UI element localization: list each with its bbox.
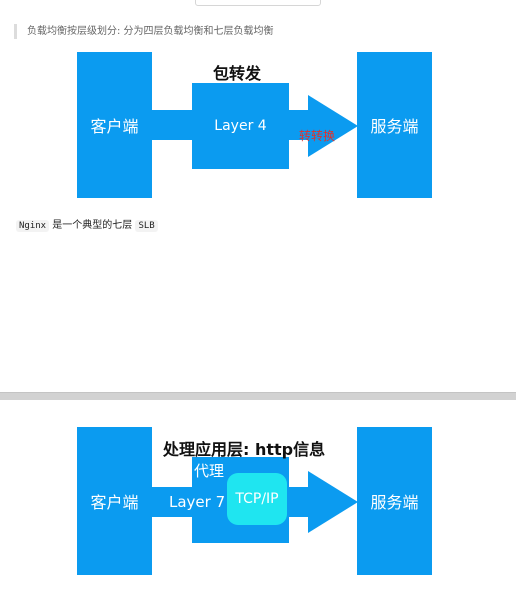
forward-label: 转转换	[299, 129, 336, 143]
tcpip-label: TCP/IP	[235, 491, 279, 507]
layer4-diagram: 客户端 Layer 4 转转换 服务端 包转发	[0, 50, 516, 200]
arrow-head-right	[308, 95, 358, 157]
client-label: 客户端	[90, 493, 139, 512]
tcpip-box: TCP/IP	[227, 473, 287, 525]
sentence-text: 是一个典型的七层	[49, 220, 136, 231]
server-box: 服务端	[357, 427, 432, 575]
inline-code-slb: SLB	[135, 220, 158, 232]
client-box: 客户端	[77, 427, 152, 575]
layer7-title: 处理应用层: http信息	[163, 440, 326, 459]
connector-bar-right	[289, 110, 310, 140]
layer4-label: Layer 4	[214, 118, 267, 134]
layer4-box: Layer 4	[192, 83, 289, 169]
arrow-head-right	[308, 471, 358, 533]
inline-code-nginx: Nginx	[16, 220, 50, 232]
section-divider	[0, 392, 516, 400]
layer7-diagram: 客户端 代理 Layer 7 TCP/IP 服务端 处理应用层: http信息	[0, 425, 516, 580]
proxy-label: 代理	[194, 462, 225, 480]
top-input-stub	[195, 0, 321, 6]
server-label: 服务端	[370, 117, 419, 136]
layer7-label: Layer 7	[169, 493, 226, 511]
connector-bar-right	[289, 487, 310, 517]
server-box: 服务端	[357, 52, 432, 198]
client-box: 客户端	[77, 52, 152, 198]
blockquote: 负载均衡按层级划分: 分为四层负载均衡和七层负载均衡	[14, 24, 274, 39]
server-label: 服务端	[370, 493, 419, 512]
connector-bar-left	[152, 110, 192, 140]
quote-text: 负载均衡按层级划分: 分为四层负载均衡和七层负载均衡	[27, 26, 274, 37]
client-label: 客户端	[90, 117, 139, 136]
nginx-sentence: Nginx 是一个典型的七层 SLB	[16, 216, 158, 232]
layer4-title: 包转发	[213, 64, 262, 83]
connector-bar-left	[152, 487, 192, 517]
